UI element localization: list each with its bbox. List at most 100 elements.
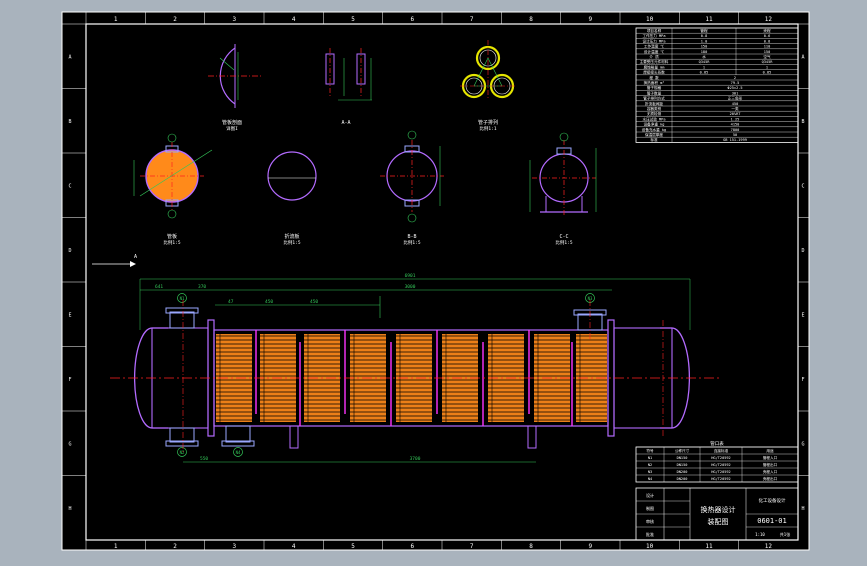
caption-baffle-sub: 比例1:5	[283, 239, 300, 246]
tech-cell-shell: 0.85	[763, 71, 772, 75]
view-tubesheet-detail: 管板剖面 详图I	[208, 44, 262, 132]
saddle-left	[289, 425, 299, 449]
row-mark-right: F	[801, 377, 804, 383]
caption-tubesheet-sub: 比例1:5	[163, 239, 180, 246]
tech-cell-tube: 管程	[700, 28, 708, 33]
tech-extra-value: 50	[733, 133, 737, 137]
tech-cell-shell: 空气	[763, 54, 771, 59]
column-mark-bottom: 4	[292, 543, 296, 550]
column-mark-bottom: 9	[589, 543, 593, 550]
row-mark-left: A	[68, 54, 71, 60]
tech-extra-value: Φ25×2.5	[727, 86, 742, 90]
column-mark-top: 2	[173, 16, 177, 23]
tech-extra-value: 1.25	[731, 117, 740, 121]
tech-extra-name: 保温层厚度	[645, 132, 663, 137]
row-mark-right: H	[801, 506, 804, 512]
tech-cell-tube: 180	[701, 50, 708, 54]
nozzle-cell: DN150	[677, 456, 688, 460]
tech-extra-name: 管子排列方式	[643, 96, 665, 101]
caption-section-aa: A-A	[341, 120, 350, 126]
nozzle-cell: DN200	[677, 470, 688, 474]
column-mark-bottom: 12	[765, 543, 773, 550]
column-mark-bottom: 2	[173, 543, 177, 550]
view-baffle: 折流板 比例1:5	[267, 151, 317, 246]
caption-tubesheet: 管板	[167, 233, 177, 240]
label-n1: N1	[180, 296, 185, 301]
nozzle-header-cell: 连接标准	[714, 448, 729, 453]
tech-cell-tube: 0.8	[701, 34, 708, 38]
tech-extra-value: 一类	[731, 106, 739, 111]
tech-cell-name: 工作温度 ℃	[644, 44, 665, 49]
nozzle-header-cell: 用途	[766, 448, 774, 453]
dim-baffle-spacing: 450	[265, 299, 273, 305]
column-mark-bottom: 5	[351, 543, 355, 550]
tech-cell-shell: 150	[764, 50, 771, 54]
caption-baffle: 折流板	[284, 233, 299, 240]
paper-background	[62, 12, 809, 550]
column-mark-top: 10	[646, 16, 654, 23]
tech-cell-name: 焊接接头系数	[643, 70, 665, 75]
column-mark-top: 6	[411, 16, 415, 23]
title-label-check: 审核	[646, 518, 654, 524]
nozzle-n2: N2	[165, 427, 199, 457]
tech-extra-name: 管子规格	[647, 85, 662, 90]
nozzle-cell: HG/T20592	[711, 463, 730, 467]
tech-extra-value: GB 151-1999	[723, 138, 747, 142]
tech-cell-name: 工作压力 MPa	[642, 33, 665, 38]
dim-bottom-left: 550	[200, 456, 208, 462]
view-section-bb: B-B 比例1:5	[380, 130, 444, 246]
tech-cell-name: 介 质	[649, 54, 659, 59]
column-mark-top: 11	[705, 16, 713, 23]
tech-cell-name: 设计压力 MPa	[642, 38, 665, 43]
drawing-sheet: 共1张	[780, 531, 790, 537]
tech-cell-tube: 0.85	[700, 71, 709, 75]
tech-cell-tube: 150	[701, 45, 708, 49]
column-mark-bottom: 6	[411, 543, 415, 550]
nozzle-cell: 管程出口	[763, 462, 778, 467]
nozzle-cell: HG/T20592	[711, 477, 730, 481]
tech-cell-tube: 1	[703, 65, 705, 69]
title-block: 设计 制图 审核 批准 换热器设计 装配图 化工设备设计 0601-01 1:1…	[635, 487, 799, 541]
column-mark-top: 4	[292, 16, 296, 23]
nozzle-cell: HG/T20592	[711, 470, 730, 474]
column-mark-bottom: 1	[114, 543, 118, 550]
tech-cell-tube: Q345R	[699, 60, 711, 64]
label-n3: N3	[588, 296, 593, 301]
tech-extra-value: 4150	[731, 123, 740, 127]
tech-extra-name: 设备充水重 kg	[642, 127, 666, 132]
nozzle-cell: 壳程出口	[763, 476, 778, 481]
dim-overall: 6901	[405, 273, 416, 279]
tech-extra-value: 20%RT	[730, 112, 742, 116]
dim-left-end: 641	[155, 284, 163, 290]
tech-cell-shell: 0.6	[764, 34, 771, 38]
nozzle-cell: 壳程入口	[763, 469, 778, 474]
dim-baffle-spacing-2: 450	[310, 299, 318, 305]
caption-tube-arrangement: 管子排列	[478, 119, 498, 126]
caption-section-bb-sub: 比例1:5	[403, 239, 420, 246]
tech-extra-value: 2	[734, 76, 736, 80]
row-mark-right: D	[801, 248, 804, 254]
dim-nozzle-gap: 370	[198, 284, 206, 290]
tech-extra-value: 79.5	[731, 81, 740, 85]
arrow-label: A	[134, 254, 137, 260]
dim-tube-length: 3000	[405, 284, 416, 290]
nozzle-cell: N4	[648, 477, 652, 481]
column-mark-bottom: 7	[470, 543, 474, 550]
caption-tube-arrangement-sub: 比例1:1	[479, 125, 496, 132]
tech-extra-name: 标准	[650, 137, 658, 142]
row-mark-left: D	[68, 248, 71, 254]
column-mark-top: 9	[589, 16, 593, 23]
caption-tubesheet-detail: 管板剖面	[222, 119, 242, 126]
row-mark-left: H	[68, 506, 71, 512]
tech-cell-name: 腐蚀裕量 mm	[644, 64, 665, 69]
nozzle-cell: N1	[648, 456, 652, 460]
view-tube-arrangement: 管子排列 比例1:1	[460, 40, 516, 132]
nozzle-cell: N2	[648, 463, 652, 467]
tech-cell-shell: 110	[764, 45, 771, 49]
tech-extra-name: 换热面积 m²	[644, 80, 665, 85]
tech-extra-name: 程 数	[649, 75, 659, 80]
drawing-name: 换热器设计	[701, 505, 736, 514]
